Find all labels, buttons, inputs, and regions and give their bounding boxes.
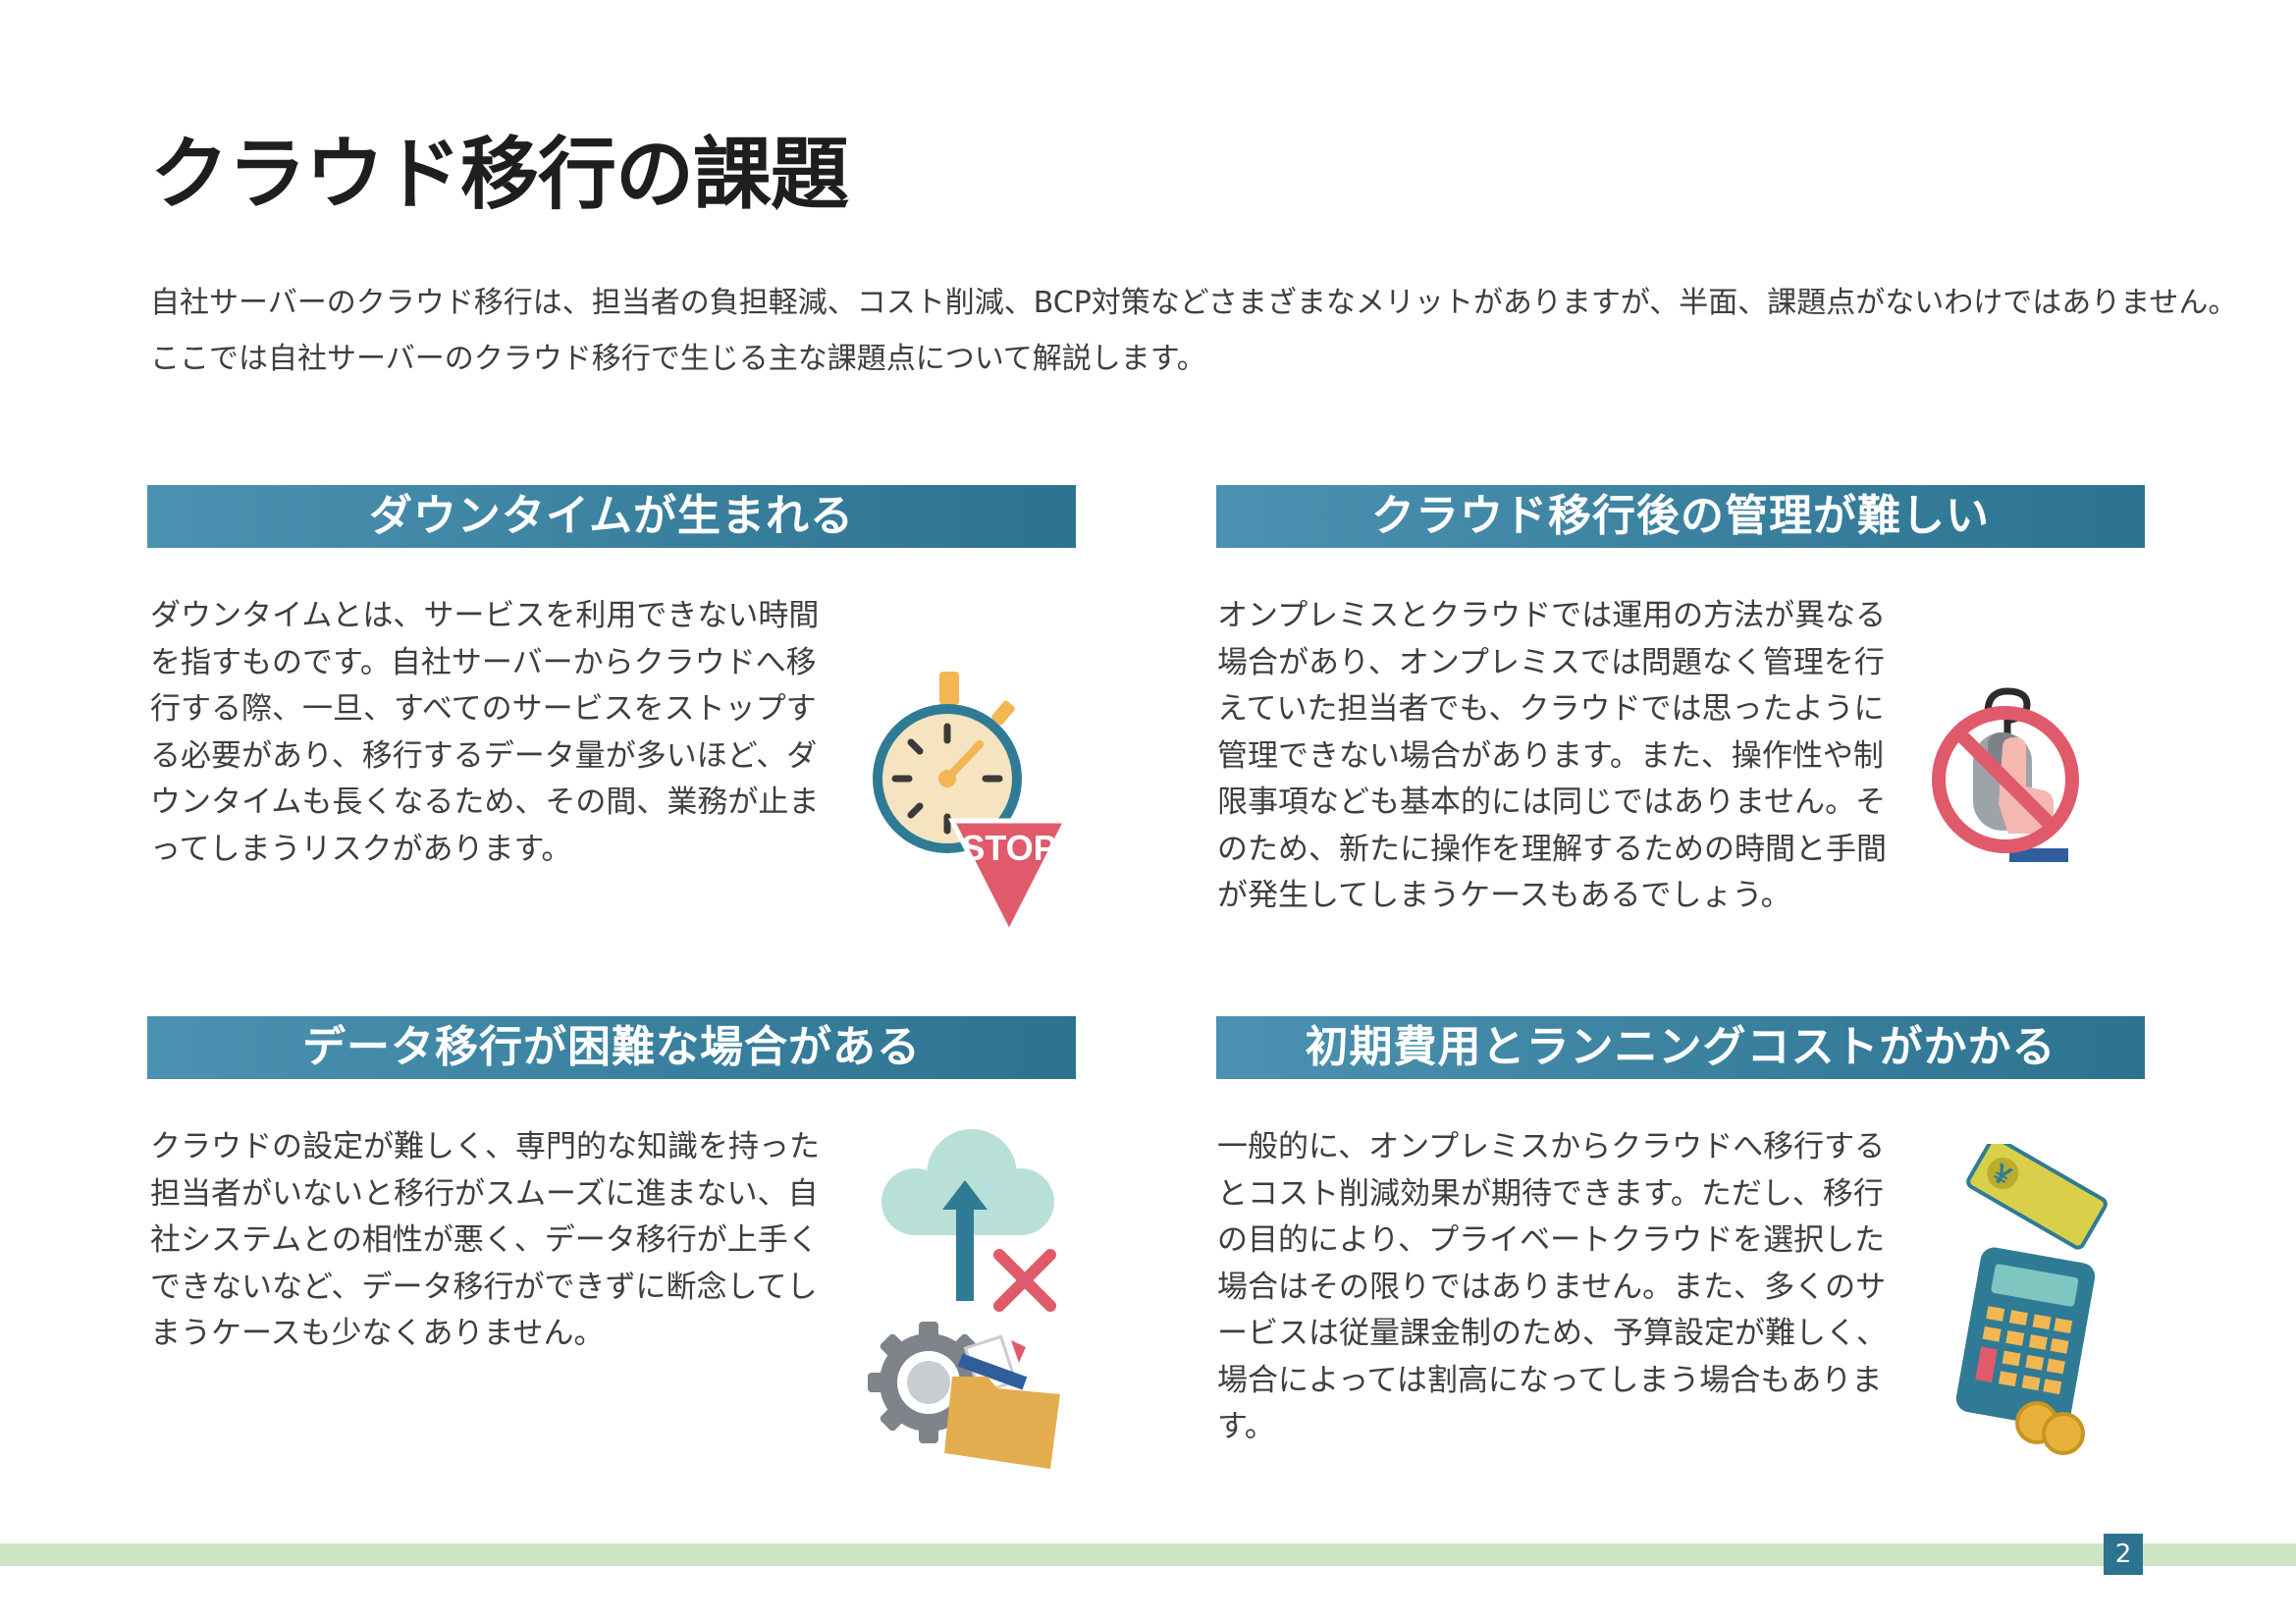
section-body-downtime: ダウンタイムとは、サービスを利用できない時間を指すものです。自社サーバーからクラ… [150, 598, 820, 867]
page-title: クラウド移行の課題 [150, 129, 849, 220]
intro-line-1: 自社サーバーのクラウド移行は、担当者の負担軽減、コスト削減、BCP対策などさまざ… [150, 286, 2238, 320]
cloud-icon [881, 1129, 1054, 1235]
page-number: 2 [2104, 1534, 2143, 1575]
intro-line-2: ここでは自社サーバーのクラウド移行で生じる主な課題点について解説します。 [150, 342, 1206, 376]
coins-icon [2015, 1401, 2085, 1455]
section-heading-data-migration: データ移行が困難な場合がある [147, 1016, 1076, 1079]
stopwatch-stop-icon: STOP [873, 672, 1070, 939]
section-body-cost: 一般的に、オンプレミスからクラウドへ移行するとコスト削減効果が期待できます。ただ… [1217, 1129, 1887, 1444]
footer-band [0, 1543, 2296, 1566]
section-body-data-migration: クラウドの設定が難しく、専門的な知識を持った担当者がいないと移行がスムーズに進ま… [150, 1129, 820, 1351]
stop-label: STOP [961, 828, 1056, 868]
section-heading-management: クラウド移行後の管理が難しい [1216, 485, 2145, 548]
banknote-icon: ¥ [1966, 1144, 2108, 1250]
section-heading-cost: 初期費用とランニングコストがかかる [1216, 1016, 2145, 1079]
folder-icon [944, 1334, 1060, 1469]
intro-text: 自社サーバーのクラウド移行は、担当者の負担軽減、コスト削減、BCP対策などさまざ… [150, 275, 2261, 387]
cross-icon [993, 1249, 1056, 1312]
cloud-upload-failed-icon [868, 1129, 1060, 1469]
calculator-money-icon: ¥ [1955, 1144, 2108, 1455]
section-heading-downtime: ダウンタイムが生まれる [147, 485, 1076, 548]
no-mouse-click-icon [1932, 687, 2079, 862]
section-body-management: オンプレミスとクラウドでは運用の方法が異なる場合があり、オンプレミスでは問題なく… [1217, 598, 1887, 913]
